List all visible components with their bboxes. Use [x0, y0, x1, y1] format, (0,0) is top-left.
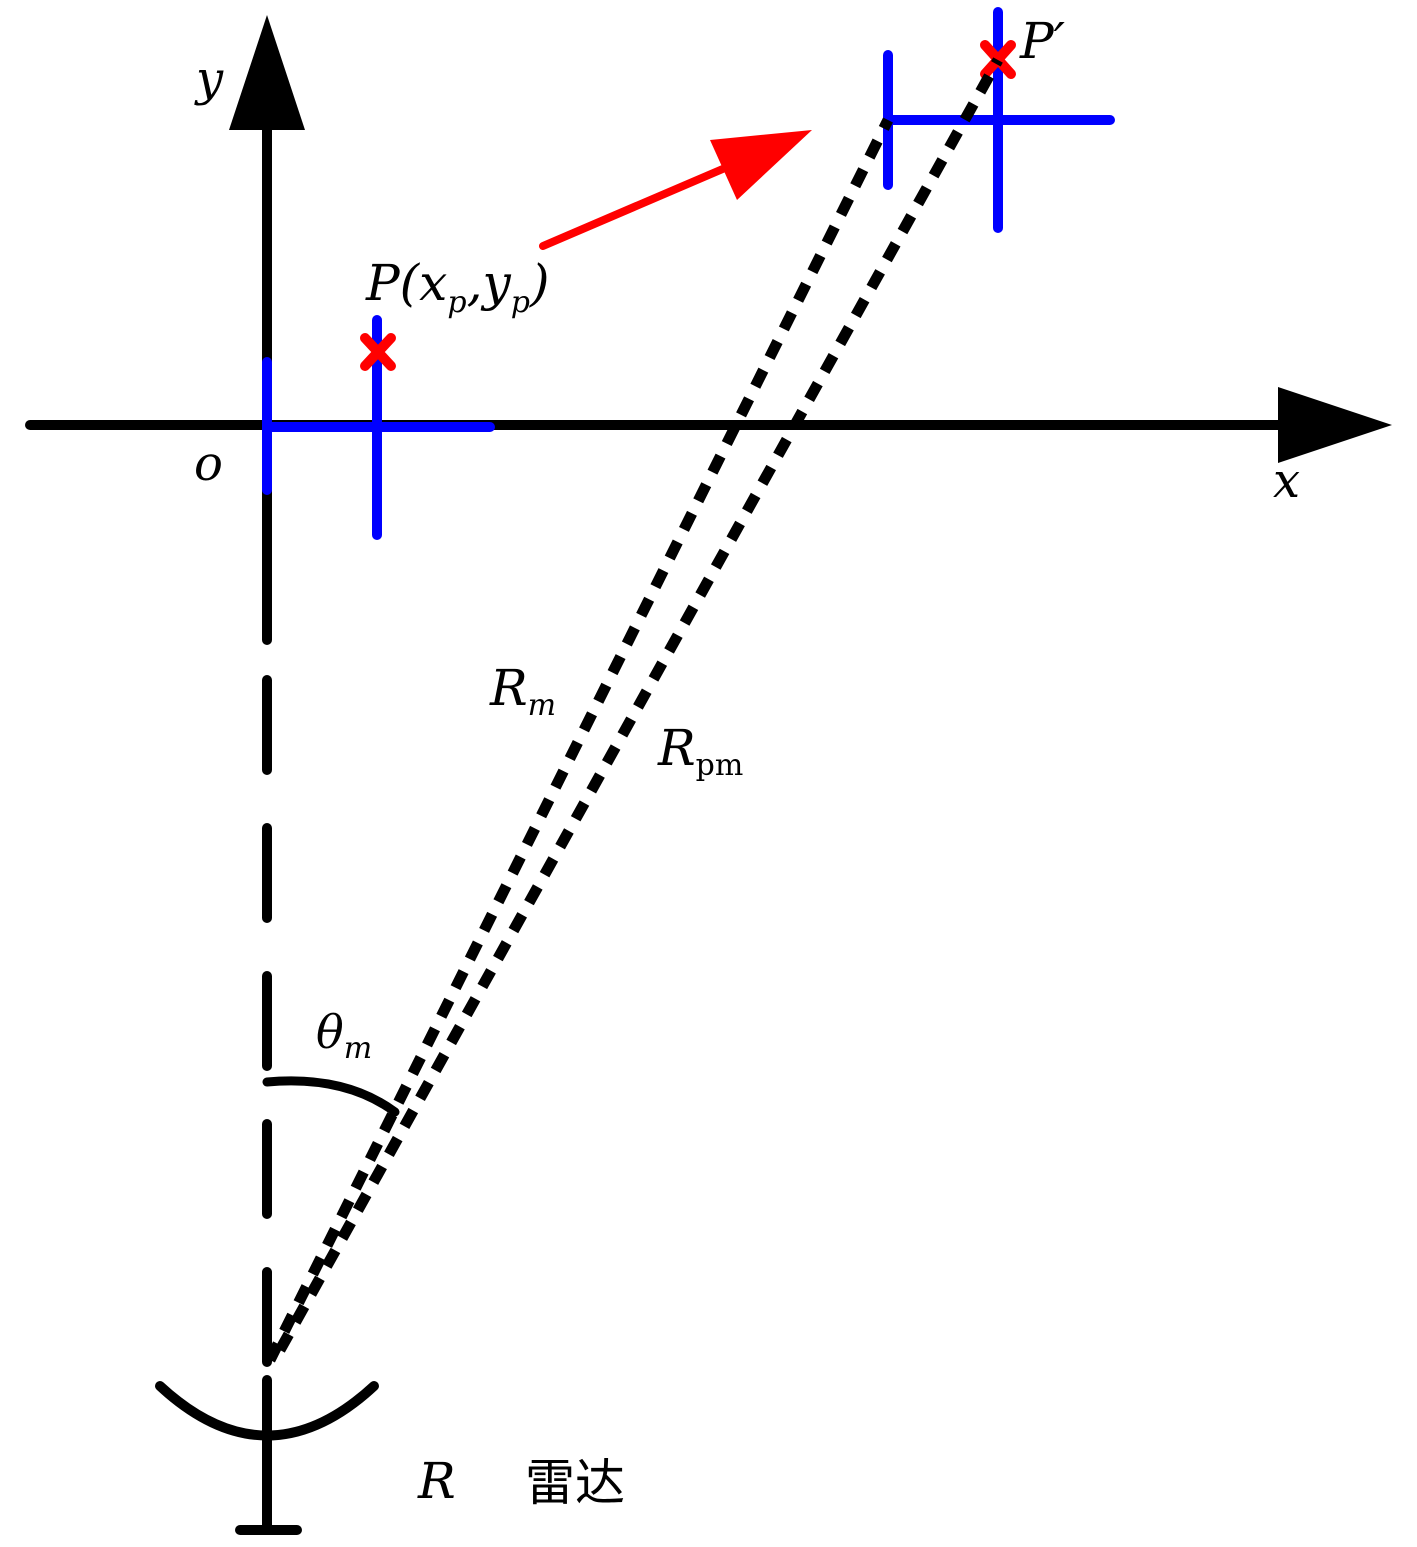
x-axis-label: x — [1273, 453, 1300, 509]
point-p-prime-label: P′ — [1019, 12, 1066, 70]
point-p-marker-x-cross-icon — [360, 333, 396, 371]
x-axis-arrow-icon — [1278, 387, 1392, 463]
range-rm-label: Rm — [489, 659, 556, 723]
y-axis-arrow-icon — [229, 15, 305, 130]
radar-name-label: 雷达 — [525, 1454, 625, 1512]
motion-arrow-icon — [539, 130, 812, 250]
angle-theta-label: θm — [316, 1005, 372, 1066]
origin-label: o — [194, 436, 223, 492]
range-line-rm — [265, 117, 893, 1363]
radar-symbol-label: R — [417, 1452, 456, 1510]
x-axis — [25, 387, 1392, 463]
range-line-rpm — [275, 57, 1003, 1353]
y-axis-label: y — [194, 51, 224, 107]
point-p-prime-marker-x-cross-icon — [980, 40, 1016, 79]
point-p-label: P(xp,yp) — [365, 254, 549, 320]
angle-arc — [262, 1076, 400, 1117]
y-axis — [229, 15, 305, 645]
radar-dish-icon — [155, 1375, 379, 1535]
range-rpm-label: Rpm — [657, 719, 743, 783]
